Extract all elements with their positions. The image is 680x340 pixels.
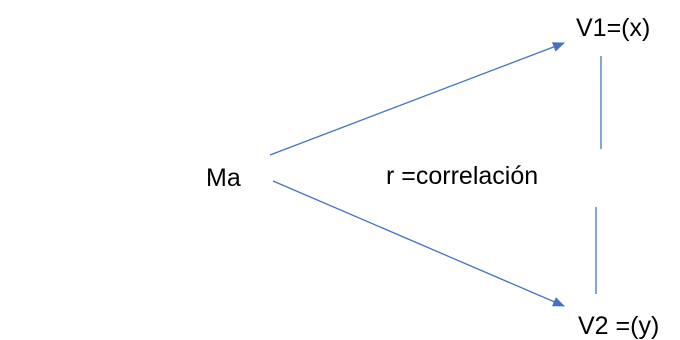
sample-label: Ma bbox=[206, 164, 241, 192]
arrow-to-v2 bbox=[272, 180, 565, 307]
correlation-label: r =correlación bbox=[386, 162, 539, 190]
variable-1-label: V1=(x) bbox=[576, 14, 651, 42]
arrow-to-v1 bbox=[269, 42, 565, 156]
variable-2-label: V2 =(y) bbox=[578, 312, 660, 340]
